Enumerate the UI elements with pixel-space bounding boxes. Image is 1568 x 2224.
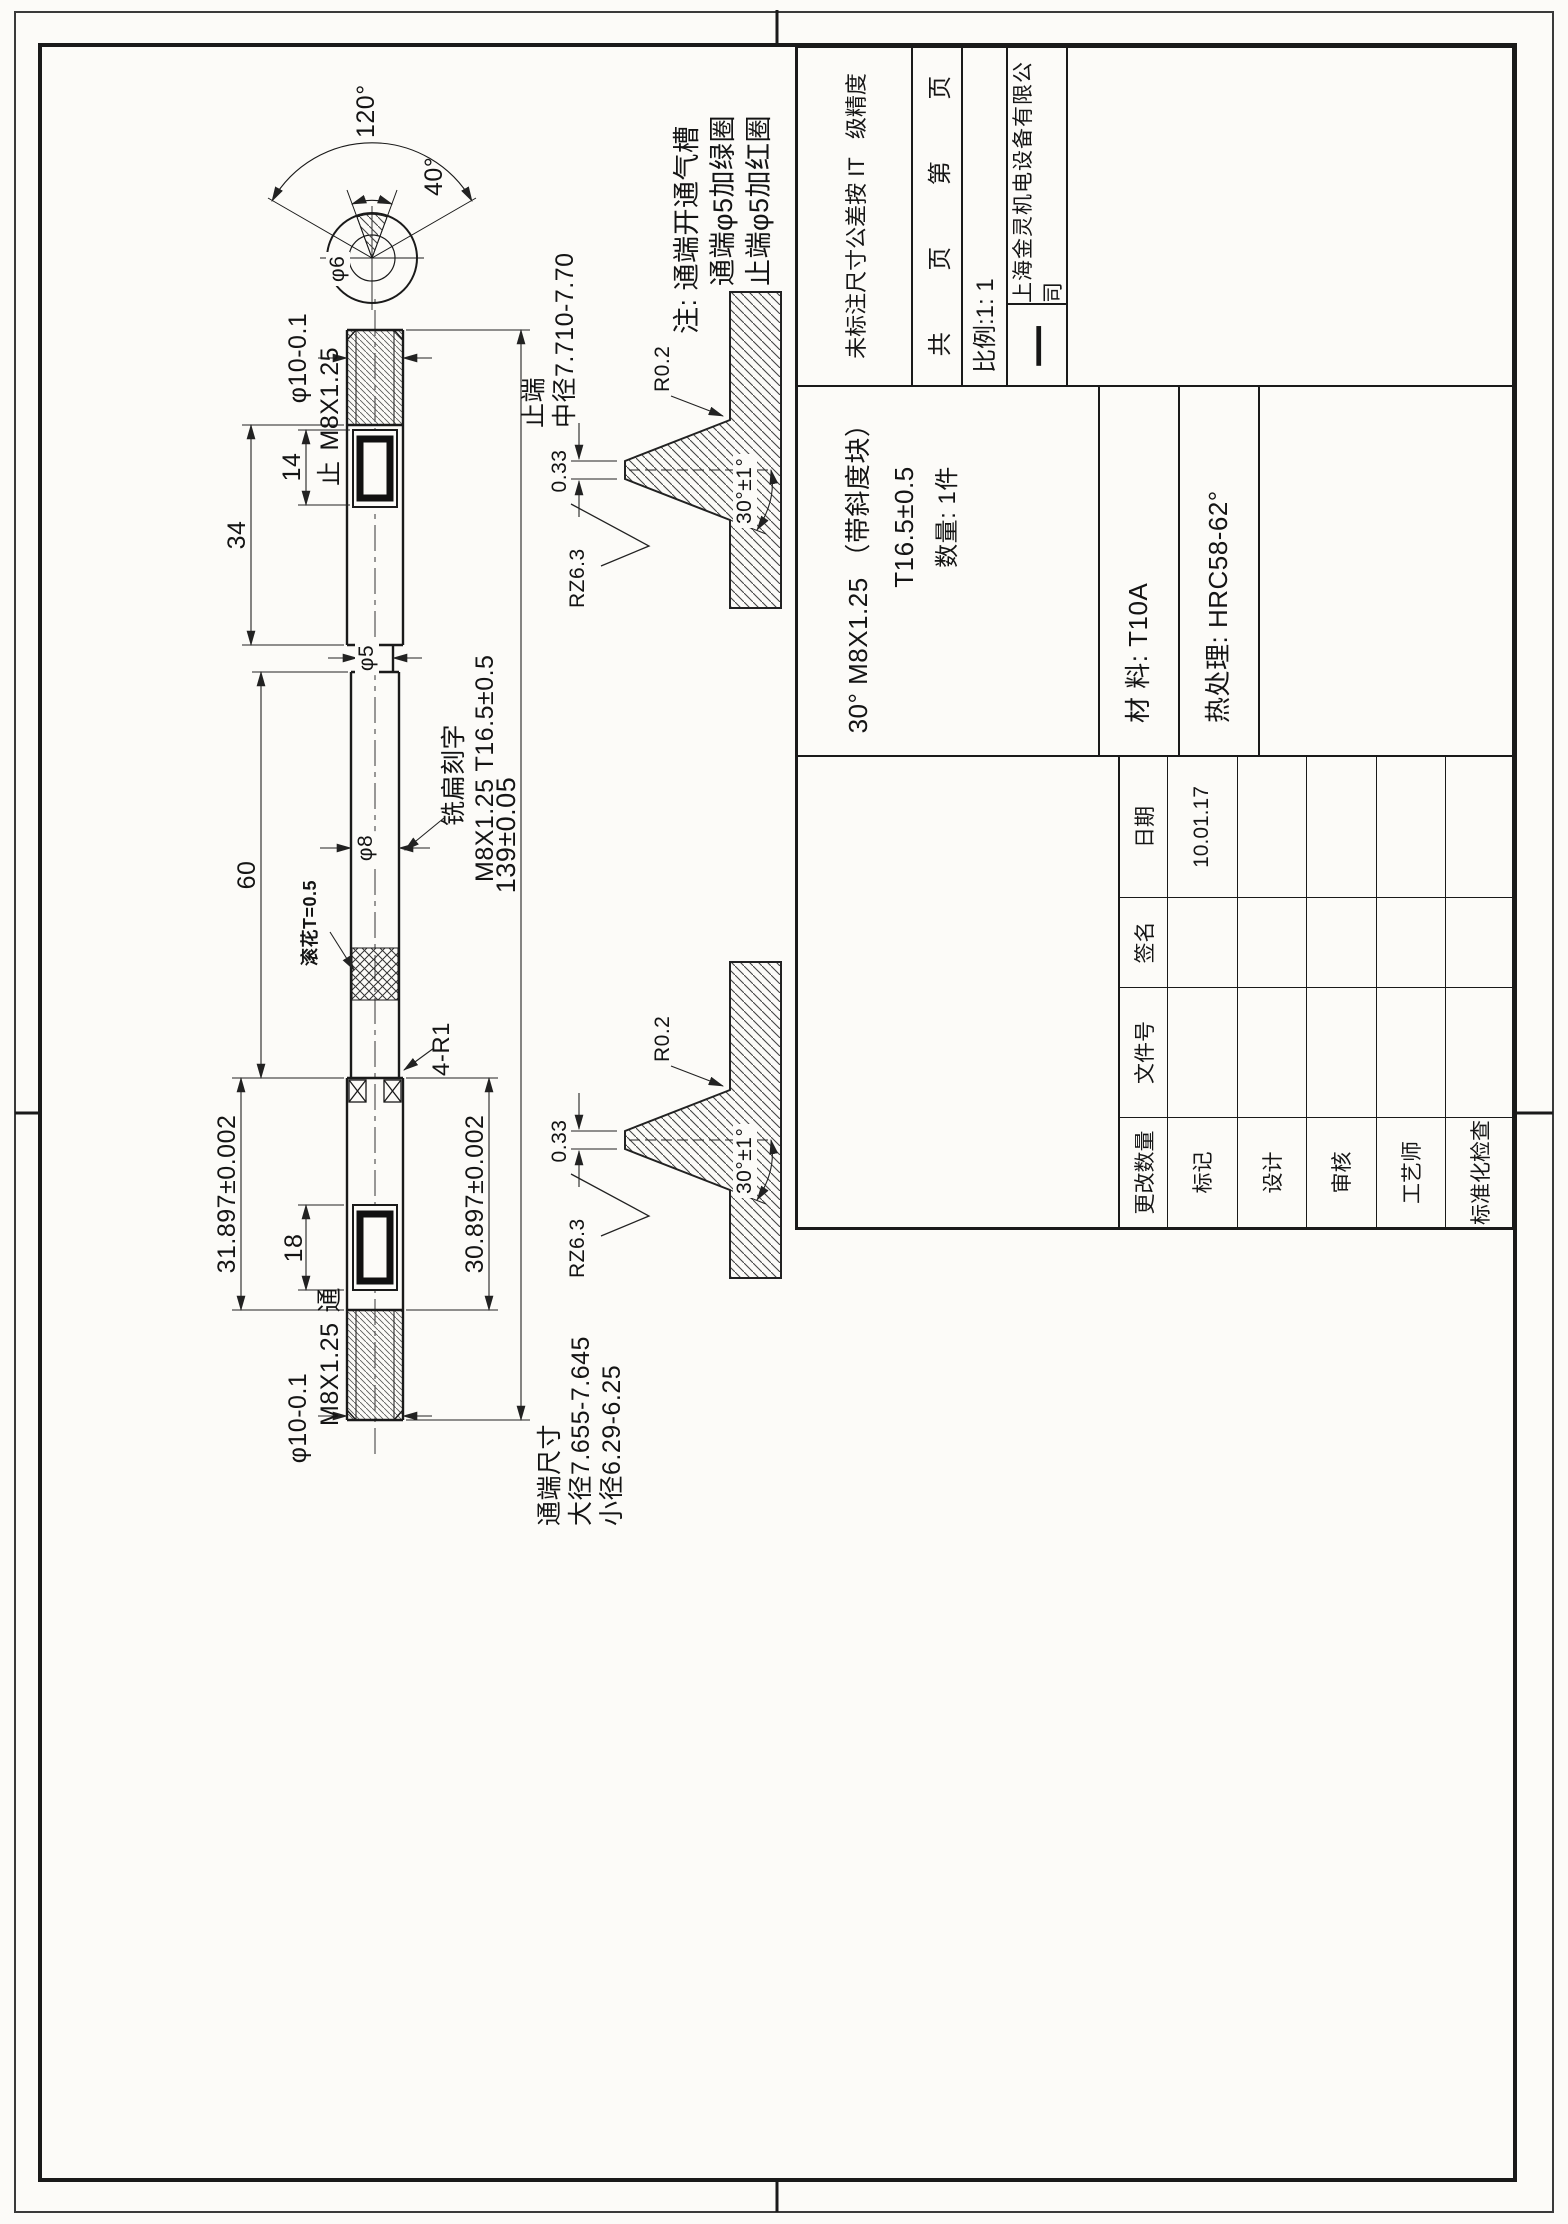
end-view [267,142,477,310]
scale-cell: 比例:1: 1 [963,45,1008,387]
thread-stop-spec: M8X1.25 [316,346,344,451]
general-note-line3: 止端φ5加红圈 [744,114,774,286]
end-view-angle-120: 120° [352,84,380,138]
material-cell: 材 料: T10A [1123,582,1153,723]
dim-block-30897: 30.897±0.002 [461,1114,489,1274]
tolerance-note: 未标注尺寸公差按 IT [843,157,869,359]
go-end-minor-dia: 小径6.29-6.25 [598,1364,626,1526]
company-row: 一 上海金灵机电设备有限公司 [1008,45,1068,387]
rev-row-label-design: 设计 [1237,1117,1307,1227]
profile-go-roughness: RZ6.3 [566,1218,589,1278]
rev-row-mark-date: 10.01.17 [1168,757,1238,897]
company-name: 上海金灵机电设备有限公司 [1012,61,1065,303]
thread-label-go: M8X1.25 通 [316,1277,345,1426]
rev-row-check-doc [1307,987,1377,1117]
rev-row-label-mark: 标记 [1168,1117,1238,1227]
profile-go-flank-angle: 30°±1° [733,1123,758,1198]
part-title: 30° M8X1.25 （带斜度块） [843,410,873,734]
part-quantity: 数量: 1件 [934,466,961,568]
tolerance-grade: 级精度 [843,73,869,140]
rev-row-label-check: 审核 [1307,1117,1377,1227]
end-view-angle-40: 40° [420,156,448,196]
stop-char: 止 [316,460,344,486]
dim-60: 60 [233,860,261,890]
stop-end-pitch-dia: 中径7.710-7.70 [551,252,579,428]
go-end-size-title: 通端尺寸 [536,1423,564,1526]
rev-row-standard-date [1446,757,1516,897]
dimension-lines [232,328,530,1422]
tolerance-note-row: 未标注尺寸公差按 IT 级精度 [798,45,913,387]
rev-row-standard-doc [1446,987,1516,1117]
dim-fillets-4r1: 4-R1 [428,1021,455,1076]
rev-header-date: 日期 [1120,757,1168,897]
general-note-line2: 通端φ5加绿圈 [708,114,738,286]
sheet-number-label: 第 [926,161,954,186]
dim-dia5: φ5 [355,640,380,676]
rev-row-design-doc [1237,987,1307,1117]
note-text-1: 通端开通气槽 [672,125,702,291]
rev-row-process-doc [1376,987,1446,1117]
dim-18: 18 [280,1233,308,1263]
company-logo: 一 [1008,303,1066,387]
rev-header-doc-no: 文件号 [1120,987,1168,1117]
heat-treatment-cell: 热处理: HRC58-62° [1203,490,1233,723]
dim-dia10-go: φ10-0.1 [284,1372,312,1464]
profile-stop-tip-width: 0.33 [548,449,571,493]
note-prefix: 注: [672,298,702,334]
rev-row-process-sign [1376,897,1446,987]
sheet-count-row: 共 页 第 页 [913,45,963,387]
rev-row-label-standard: 标准化检查 [1446,1117,1516,1227]
rev-row-check-date [1307,757,1377,897]
go-end-major-dia: 大径7.655-7.645 [567,1336,595,1526]
title-block-left-column: 更改数量 文件号 签名 日期 标记 10.01.17 设计 审核 工艺师 [798,757,1518,1227]
rev-row-standard-sign [1446,897,1516,987]
dim-34: 34 [223,520,251,550]
general-note-line1: 注: 通端开通气槽 [672,125,703,334]
sheet-frame [14,10,1554,2213]
revision-table: 更改数量 文件号 签名 日期 标记 10.01.17 设计 审核 工艺师 [1118,757,1518,1227]
title-block-right-column: 未标注尺寸公差按 IT 级精度 共 页 第 页 比例:1: 1 一 上海金灵机电… [798,45,1512,387]
title-block: 未标注尺寸公差按 IT 级精度 共 页 第 页 比例:1: 1 一 上海金灵机电… [795,45,1518,1230]
rev-row-process-date [1376,757,1446,897]
dim-14: 14 [278,452,306,482]
rev-row-label-process: 工艺师 [1376,1117,1446,1227]
rev-row-check-sign [1307,897,1377,987]
dim-block-31897: 31.897±0.002 [213,1114,241,1274]
profile-stop-roughness: RZ6.3 [566,548,589,608]
dim-dia8: φ8 [354,830,379,866]
rev-header-signature: 签名 [1120,897,1168,987]
mill-flat-note-line2: M8X1.25 T16.5±0.5 [471,654,499,882]
sheet-total-label: 共 [926,332,954,357]
sheet-number-unit: 页 [926,75,954,100]
knurl-note: 滚花T=0.5 [300,879,320,966]
part-tolerance: T16.5±0.5 [889,466,919,588]
rev-row-mark-doc [1168,987,1238,1117]
rev-row-design-date [1237,757,1307,897]
stop-end-label: 止端 [520,376,548,428]
title-block-middle-column: 30° M8X1.25 （带斜度块） T16.5±0.5 数量: 1件 材 料:… [798,387,1512,757]
profile-go-tip-width: 0.33 [548,1119,571,1163]
end-view-dia6: φ6 [326,251,351,286]
middle-column-bottom-divider [1258,387,1260,757]
thread-profile-detail-go [570,961,782,1279]
profile-go-root-radius: R0.2 [651,1015,674,1062]
go-char: 通 [316,1286,344,1313]
dim-dia10-stop: φ10-0.1 [284,312,312,404]
thread-go-spec: M8X1.25 [316,1322,344,1426]
profile-stop-flank-angle: 30°±1° [733,453,758,528]
profile-stop-root-radius: R0.2 [651,345,674,392]
rev-row-mark-sign [1168,897,1238,987]
sheet-total-unit: 页 [926,246,954,271]
thread-label-stop: 止 M8X1.25 [316,337,345,486]
rev-row-design-sign [1237,897,1307,987]
thread-profile-detail-stop [570,291,782,609]
rev-header-change-qty: 更改数量 [1120,1117,1168,1227]
mill-flat-note-line1: 铣扁刻字 [440,723,468,826]
